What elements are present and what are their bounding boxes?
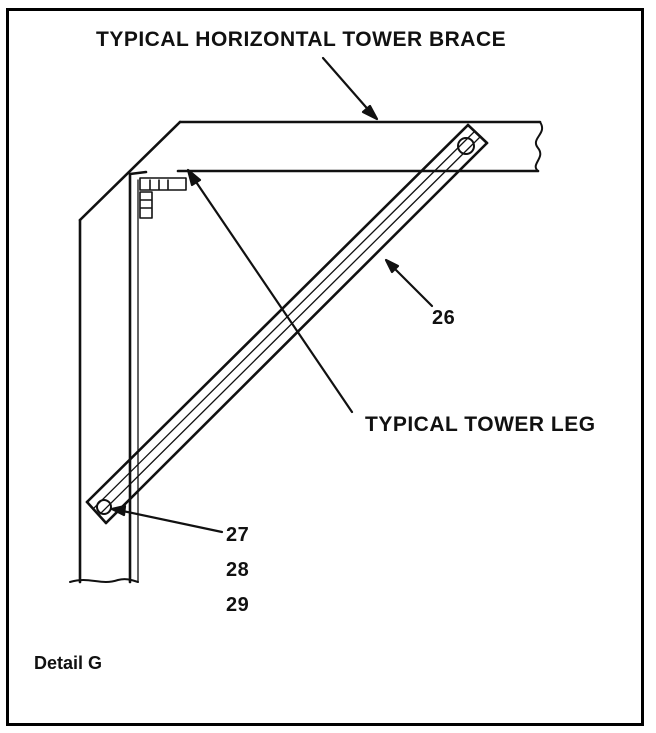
diagonal-brace [85, 123, 489, 525]
corner-clip [139, 177, 187, 219]
figure-frame [6, 8, 644, 726]
horizontal-brace-label: TYPICAL HORIZONTAL TOWER BRACE [96, 28, 507, 51]
callout-26: 26 [432, 307, 456, 329]
tower-leg-label: TYPICAL TOWER LEG [365, 413, 596, 436]
callout-29: 29 [226, 594, 250, 616]
horizontal-brace [176, 120, 543, 173]
detail-label: Detail G [34, 653, 103, 673]
callout-27: 27 [226, 524, 250, 546]
leader-lines [110, 56, 434, 534]
callout-28: 28 [226, 559, 250, 581]
tower-leg [69, 120, 182, 584]
